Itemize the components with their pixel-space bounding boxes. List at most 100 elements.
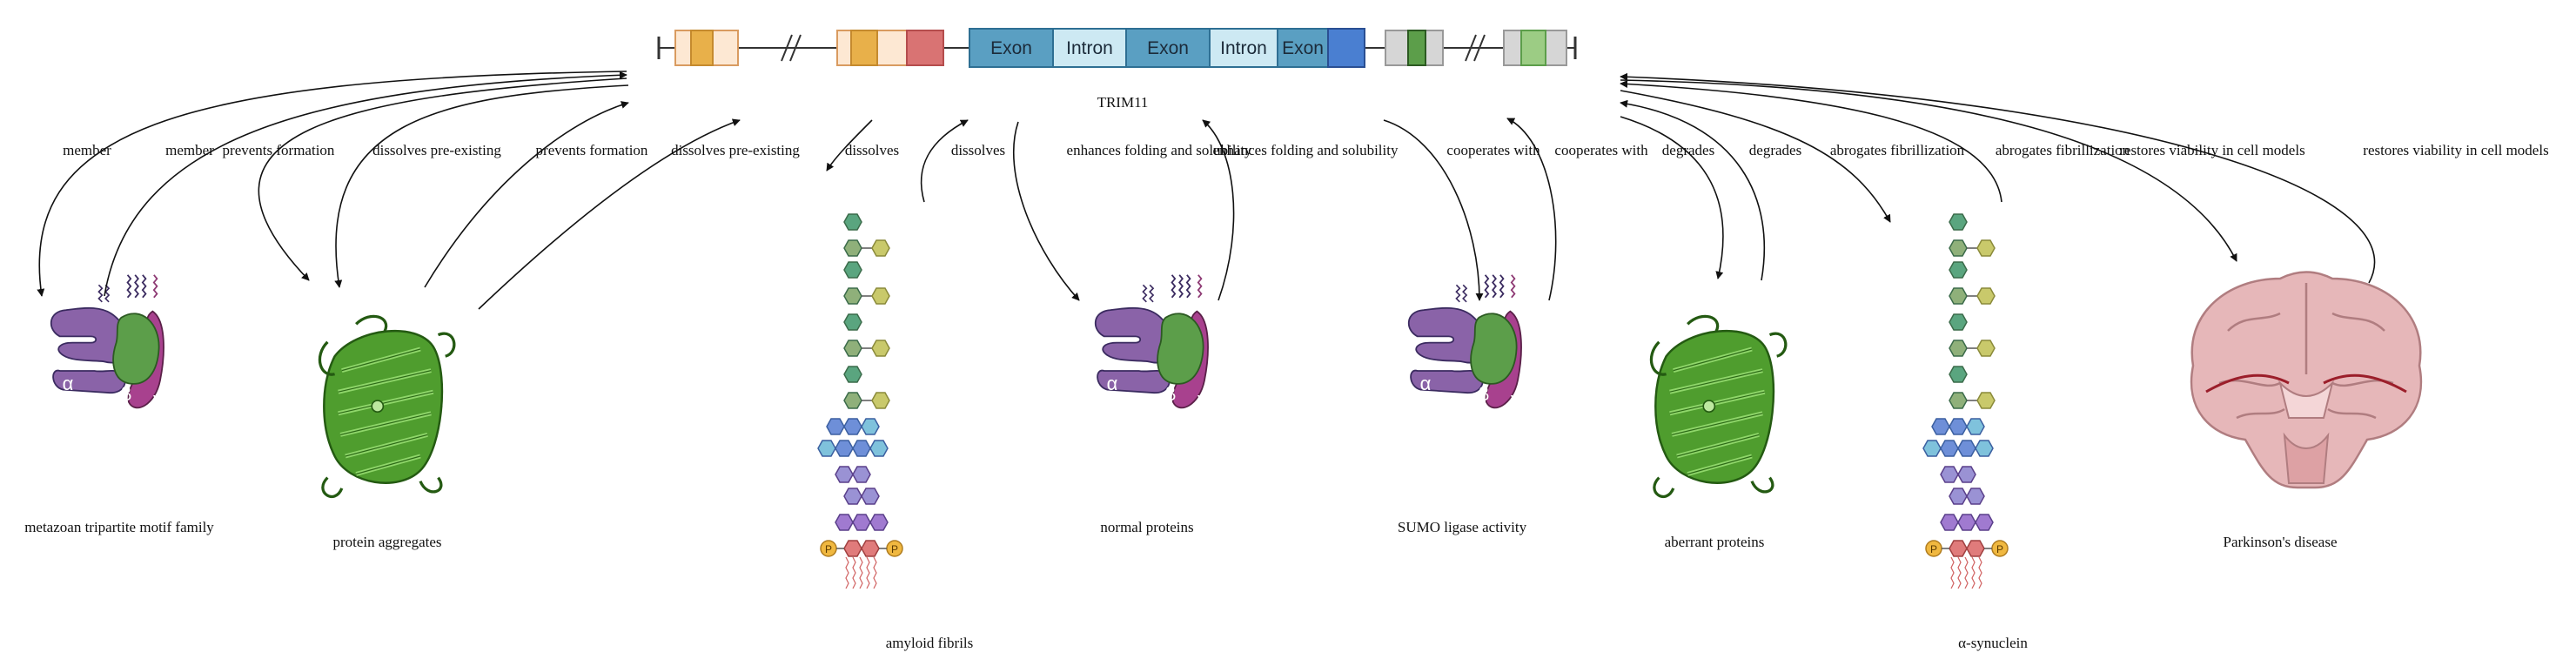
alpha-label: α <box>1107 373 1118 394</box>
residue-hex <box>1975 514 1994 531</box>
edge-label: abrogates fibrillization <box>1830 142 1965 158</box>
intron-label-1: Intron <box>1066 38 1113 58</box>
edge-label: cooperates with <box>1554 142 1648 158</box>
node-label-parkinsons: Parkinson's disease <box>2223 534 2337 550</box>
tail-line <box>859 556 863 589</box>
edge-enhances-in <box>1202 119 1235 301</box>
edge-label: prevents formation <box>536 142 648 158</box>
residue-hex <box>871 392 890 409</box>
beta-label: β <box>1479 383 1490 405</box>
phosphate-label: P <box>1930 543 1937 555</box>
residue-hex <box>843 418 862 435</box>
residue-hex <box>1949 239 1968 257</box>
residue-hex <box>852 466 871 483</box>
residue-hex <box>1976 340 1996 357</box>
residue-hex <box>1976 392 1996 409</box>
edge-cooperates-in <box>1506 118 1557 301</box>
residue-hex <box>1922 440 1942 457</box>
tail-line <box>866 556 870 589</box>
residue-hex <box>1957 514 1976 531</box>
residue-hex <box>861 488 880 505</box>
residue-hex <box>1940 466 1959 483</box>
residue-hex <box>1940 440 1959 457</box>
residue-hex <box>1949 392 1968 409</box>
edge-label: prevents formation <box>223 142 335 158</box>
residue-hex <box>1949 366 1968 383</box>
alpha-label: α <box>1420 373 1432 394</box>
center-node-label: TRIM11 <box>1097 94 1149 111</box>
edge-enhances-out <box>1012 121 1080 301</box>
edge-label: member <box>63 142 111 158</box>
residue-hex <box>871 287 890 305</box>
residue-hex <box>1949 213 1968 231</box>
residue-hex <box>835 514 854 531</box>
residue-hex <box>1966 540 1985 557</box>
residue-hex <box>843 366 862 383</box>
edge-restores-in <box>1620 72 2376 284</box>
edge-member-in <box>104 71 627 297</box>
gamma-label: γ <box>1511 390 1519 409</box>
residue-hex <box>1949 488 1968 505</box>
residue-hex <box>843 261 862 279</box>
edge-restores-out <box>1620 79 2237 262</box>
tail-line <box>845 556 849 589</box>
phosphate-label: P <box>825 543 832 555</box>
gamma-label: γ <box>1197 390 1206 409</box>
residue-hex <box>843 287 862 305</box>
alpha-label: α <box>63 373 74 394</box>
residue-hex <box>817 440 836 457</box>
edge-prevents-out <box>258 77 627 281</box>
residue-hex <box>843 392 862 409</box>
residue-hex <box>843 239 862 257</box>
edge-label: restores viability in cell models <box>2363 142 2548 158</box>
tail-line <box>1957 556 1962 589</box>
residue-hex <box>843 540 862 557</box>
residue-hex <box>843 488 862 505</box>
residue-hex <box>869 514 889 531</box>
node-label-sumo: SUMO ligase activity <box>1398 519 1527 535</box>
residue-hex <box>871 340 890 357</box>
tail-line <box>1971 556 1976 589</box>
residue-hex <box>1949 261 1968 279</box>
edge-label: dissolves pre-existing <box>671 142 800 158</box>
residue-hex <box>1976 239 1996 257</box>
edge-label: cooperates with <box>1446 142 1540 158</box>
phosphate-label: P <box>891 543 898 555</box>
edge-degrades-in <box>1620 99 1766 281</box>
residue-hex <box>1976 287 1996 305</box>
gfp-barrel-icon <box>319 316 453 496</box>
edge-abrogates-in <box>1620 79 2002 203</box>
brain-icon <box>2190 271 2423 489</box>
gene-structure: Exon Intron Exon Intron Exon <box>657 28 1577 68</box>
residue-hex <box>852 440 871 457</box>
edge-label: enhances folding and solubility <box>1067 142 1252 158</box>
edge-member-out <box>37 71 627 297</box>
node-label-metazoan: metazoan tripartite motif family <box>24 519 214 535</box>
edge-dissolves-in <box>920 119 969 203</box>
edge-dissolves-pre <box>478 118 741 310</box>
intron-1 <box>1052 28 1127 68</box>
tail-line <box>852 556 856 589</box>
edge-label: enhances folding and solubility <box>1213 142 1399 158</box>
residue-hex <box>843 313 862 331</box>
node-label-aggregates: protein aggregates <box>332 534 441 550</box>
residue-hex <box>1975 440 1994 457</box>
residue-hex <box>843 213 862 231</box>
intron-label-2: Intron <box>1220 38 1267 58</box>
residue-hex <box>1940 514 1959 531</box>
edge-prevents-in-2 <box>334 84 629 288</box>
tail-line <box>1978 556 1982 589</box>
beta-label: β <box>121 383 132 405</box>
edge-label: dissolves <box>951 142 1005 158</box>
edge-prevents-in <box>424 101 629 288</box>
edge-label: abrogates fibrillization <box>1996 142 2130 158</box>
residue-hex <box>835 466 854 483</box>
node-label-synuclein: α-synuclein <box>1958 635 2028 651</box>
edge-cooperates-out <box>1383 119 1484 301</box>
exon-1 <box>969 28 1054 68</box>
residue-hex <box>1949 313 1968 331</box>
edges-layer: member member prevents formation dissolv… <box>37 71 2549 310</box>
edge-label: degrades <box>1662 142 1714 158</box>
exon-2 <box>1125 28 1211 68</box>
